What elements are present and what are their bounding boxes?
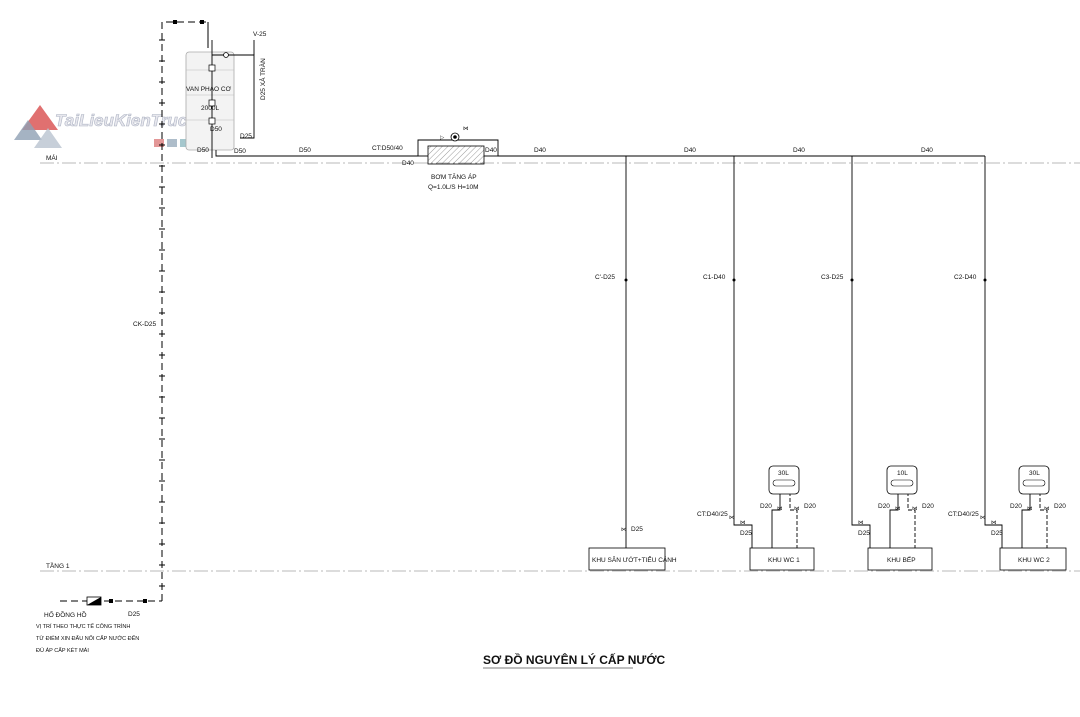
riser-label: CK-D25 (133, 321, 157, 328)
pump-d40-out: D40 (485, 147, 497, 154)
svg-text:⋈: ⋈ (463, 126, 469, 132)
svg-text:⋈: ⋈ (1044, 506, 1050, 512)
branch-pipe-wet-yard: D25 (631, 526, 643, 533)
svg-text:⋈: ⋈ (1027, 506, 1033, 512)
meter-note-line-3: ĐỦ ÁP CẤP KÉT MÁI (36, 647, 89, 654)
watermark-logo: TaiLieuKienTruc.Net (14, 105, 229, 148)
hot-kitchen: D20 (878, 503, 890, 510)
heater-wc1: 30L (778, 470, 789, 477)
tank-d50-a: D50 (210, 126, 222, 133)
branch-kitchen: ⋈ ⋈ ⋈ (850, 156, 933, 571)
overflow-label: D25 XẢ TRÀN (258, 58, 267, 100)
tank-capacity: 2000L (201, 105, 219, 112)
heater-wc2: 30L (1029, 470, 1040, 477)
area-wc1: KHU WC 1 (768, 557, 800, 564)
svg-text:⋈: ⋈ (729, 515, 735, 521)
roof-water-tank (185, 40, 262, 158)
svg-text:⋈: ⋈ (794, 506, 800, 512)
svg-text:⋈: ⋈ (980, 515, 986, 521)
main-pipe-d40-3: D40 (793, 147, 805, 154)
svg-text:⋈: ⋈ (621, 527, 627, 533)
main-supply-pipe (262, 139, 985, 157)
svg-text:⋈: ⋈ (777, 506, 783, 512)
meter-label: HỐ ĐỒNG HỒ (44, 609, 87, 619)
cold-wc2: D20 (1054, 503, 1066, 510)
watermark-text: TaiLieuKienTruc.Net (55, 111, 221, 130)
tank-d25: D25 (240, 133, 252, 140)
tank-d50-b: D50 (197, 147, 209, 154)
hot-wc1: D20 (760, 503, 772, 510)
branch-wet-yard: ⋈ (588, 156, 666, 571)
svg-text:⋈: ⋈ (912, 506, 918, 512)
branch-code-wet-yard: C'-D25 (595, 274, 615, 281)
pump-spec: Q=1.0L/S H=10M (428, 184, 479, 191)
tank-d50-c: D50 (234, 148, 246, 155)
svg-text:⋈: ⋈ (740, 520, 746, 526)
branch-wc1: ⋈ ⋈ ⋈ ⋈ (729, 156, 815, 571)
area-wet-yard: KHU SÂN ƯỚT+TIỂU CẢNH (592, 555, 677, 564)
tank-valve-label: VAN PHAO CƠ (186, 86, 232, 93)
reducer-wc2: CT:D40/25 (948, 511, 979, 518)
meter-note-line-1: VỊ TRÍ THEO THỰC TẾ CÔNG TRÌNH (36, 623, 130, 630)
area-wc2: KHU WC 2 (1018, 557, 1050, 564)
pump-label: BƠM TĂNG ÁP (431, 172, 477, 181)
pipe-kitchen: D25 (858, 530, 870, 537)
branch-code-kitchen: C3-D25 (821, 274, 844, 281)
roof-level-label: MÁI (46, 153, 58, 162)
water-meter-pit (60, 596, 162, 606)
svg-text:⋈: ⋈ (858, 520, 864, 526)
branch-code-wc1: C1-D40 (703, 274, 726, 281)
pump-inlet-reducer: CT:D50/40 (372, 145, 403, 152)
main-pipe-d50: D50 (299, 147, 311, 154)
floor1-level-label: TẦNG 1 (46, 560, 70, 570)
cold-wc1: D20 (804, 503, 816, 510)
riser-ck-d25 (159, 20, 209, 601)
hot-wc2: D20 (1010, 503, 1022, 510)
vent-label: V-25 (253, 31, 267, 38)
cold-kitchen: D20 (922, 503, 934, 510)
svg-text:⋈: ⋈ (895, 506, 901, 512)
heater-kitchen: 10L (897, 470, 908, 477)
branch-wc2: ⋈ ⋈ ⋈ ⋈ (980, 156, 1067, 571)
pump-d40-in: D40 (402, 160, 414, 167)
main-pipe-d40-2: D40 (684, 147, 696, 154)
booster-pump: ▷ ⋈ (418, 126, 498, 165)
diagram-title: SƠ ĐỒ NGUYÊN LÝ CẤP NƯỚC (483, 652, 666, 667)
pipe-wc2: D25 (991, 530, 1003, 537)
svg-text:⋈: ⋈ (991, 520, 997, 526)
branch-code-wc2: C2-D40 (954, 274, 977, 281)
svg-text:▷: ▷ (440, 135, 445, 141)
pipe-wc1: D25 (740, 530, 752, 537)
meter-pipe-label: D25 (128, 611, 140, 618)
meter-note-line-2: TỪ ĐIỂM XIN ĐẤU NỐI CẤP NƯỚC ĐẾN (36, 635, 139, 642)
main-pipe-d40-4: D40 (921, 147, 933, 154)
area-kitchen: KHU BẾP (887, 554, 916, 564)
main-pipe-d40-1: D40 (534, 147, 546, 154)
reducer-wc1: CT:D40/25 (697, 511, 728, 518)
